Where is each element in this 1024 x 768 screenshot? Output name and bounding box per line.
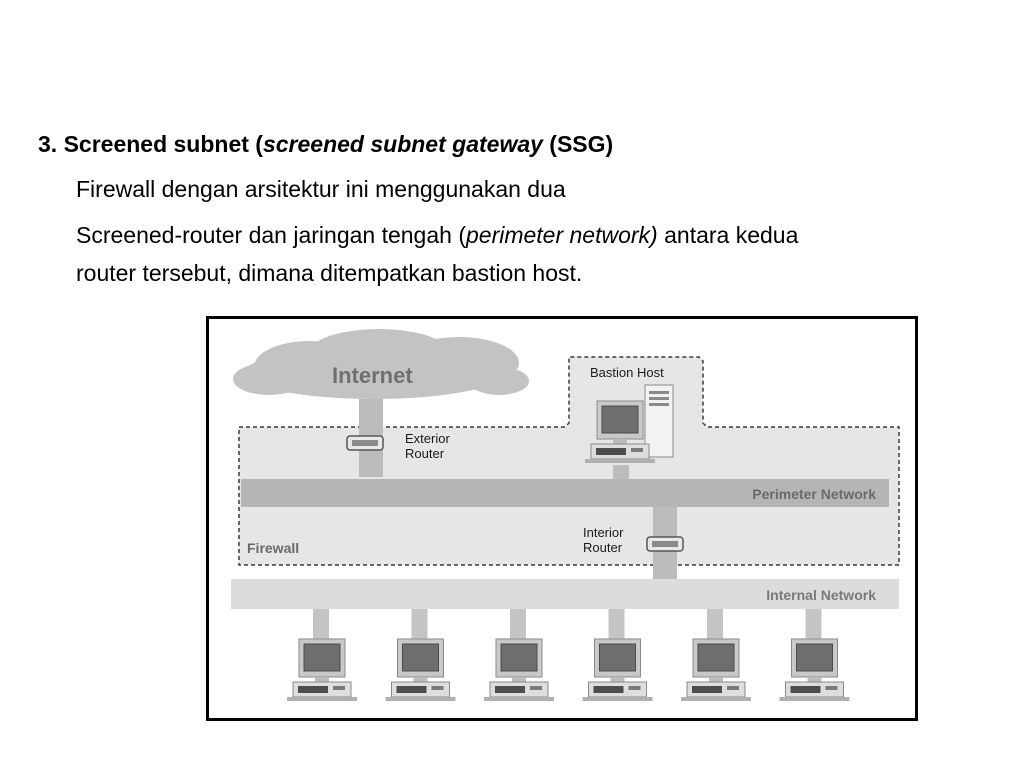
paragraph-2-before: Screened-router dan jaringan tengah ( bbox=[76, 222, 466, 248]
internal-computer bbox=[385, 638, 456, 702]
internal-computer bbox=[286, 638, 358, 702]
internal-network-label: Internal Network bbox=[766, 587, 876, 603]
exterior-router-icon bbox=[346, 435, 384, 451]
internal-link bbox=[510, 609, 526, 639]
network-diagram: Internet Exterior Router Bastion Host Pe… bbox=[206, 316, 918, 721]
internal-computers bbox=[286, 609, 850, 702]
exterior-router-label-line-1: Exterior bbox=[405, 431, 450, 446]
interior-router-label-line-2: Router bbox=[583, 540, 623, 555]
slide-title-italic: screened subnet gateway bbox=[262, 131, 543, 157]
bastion-host-label: Bastion Host bbox=[590, 365, 664, 380]
slide-title-suffix: (SSG) bbox=[542, 131, 614, 157]
internal-computer bbox=[680, 638, 752, 702]
internal-network-bar bbox=[231, 579, 899, 609]
network-diagram-svg: Internet Exterior Router Bastion Host Pe… bbox=[231, 329, 900, 702]
slide-title: 3. Screened subnet (screened subnet gate… bbox=[38, 130, 613, 158]
internal-computer bbox=[779, 638, 850, 702]
perimeter-network-bar bbox=[241, 479, 889, 507]
paragraph-2-line-1: Screened-router dan jaringan tengah (per… bbox=[76, 221, 798, 249]
bastion-link bbox=[613, 465, 629, 479]
paragraph-2-line-2: router tersebut, dimana ditempatkan bast… bbox=[76, 260, 583, 286]
paragraph-2-italic: perimeter network) bbox=[465, 222, 658, 248]
exterior-router-label-line-2: Router bbox=[405, 446, 445, 461]
internal-link bbox=[411, 609, 428, 639]
interior-router-icon bbox=[646, 536, 684, 552]
internal-link bbox=[707, 609, 723, 639]
firewall-boundary bbox=[238, 356, 900, 566]
internet-label: Internet bbox=[332, 363, 413, 388]
internal-link bbox=[313, 609, 329, 639]
paragraph-1: Firewall dengan arsitektur ini menggunak… bbox=[76, 176, 566, 202]
internal-link bbox=[805, 609, 822, 639]
interior-router-label: Interior Router bbox=[583, 525, 627, 555]
internal-computer bbox=[582, 638, 653, 702]
exterior-router-label: Exterior Router bbox=[405, 431, 453, 461]
slide-title-prefix: 3. Screened subnet ( bbox=[38, 131, 263, 157]
firewall-label: Firewall bbox=[247, 540, 299, 556]
internal-link bbox=[608, 609, 625, 639]
paragraph-2-after: antara kedua bbox=[657, 222, 799, 248]
internal-computer bbox=[483, 638, 555, 702]
interior-router-label-line-1: Interior bbox=[583, 525, 624, 540]
perimeter-network-label: Perimeter Network bbox=[752, 486, 876, 502]
bastion-host-computer bbox=[584, 384, 674, 464]
internet-cloud bbox=[233, 329, 529, 399]
